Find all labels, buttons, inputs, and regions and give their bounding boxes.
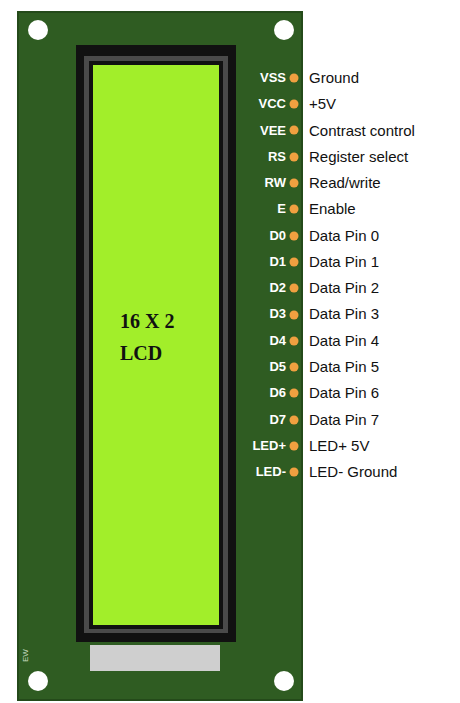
- pin-name: RS: [268, 148, 286, 166]
- pin-name: D3: [269, 305, 286, 323]
- flex-connector: [90, 645, 220, 671]
- pin-description: Data Pin 3: [309, 305, 379, 323]
- mounting-hole: [274, 671, 294, 691]
- pin-description: Data Pin 1: [309, 253, 379, 271]
- pin-name: D7: [269, 411, 286, 429]
- pin-name: D0: [269, 227, 286, 245]
- pin-name: D5: [269, 358, 286, 376]
- pin-description: Contrast control: [309, 122, 415, 140]
- pin-name: VEE: [260, 122, 286, 140]
- screen-label: 16 X 2 LCD: [120, 305, 200, 369]
- pin-description: LED+ 5V: [309, 437, 369, 455]
- mounting-hole: [28, 671, 48, 691]
- pin-dots: [290, 74, 299, 477]
- pin-description: Read/write: [309, 174, 381, 192]
- pin-description: Data Pin 6: [309, 384, 379, 402]
- pin-name: E: [277, 200, 286, 218]
- pin-description: Data Pin 5: [309, 358, 379, 376]
- mounting-hole: [274, 20, 294, 40]
- pcb-board: [18, 12, 302, 700]
- pin-name: RW: [265, 174, 286, 192]
- pin-name: VSS: [260, 69, 286, 87]
- pin-description: Data Pin 2: [309, 279, 379, 297]
- pin-description: Data Pin 7: [309, 411, 379, 429]
- pin-description: Enable: [309, 200, 356, 218]
- display-bezel: [76, 45, 236, 642]
- pin-description: Register select: [309, 148, 408, 166]
- pin-name: VCC: [259, 95, 286, 113]
- mounting-hole: [28, 20, 48, 40]
- bezel-inner-edge: [89, 61, 223, 629]
- bezel-inner-frame: [84, 56, 228, 633]
- maker-mark: EW: [21, 649, 31, 662]
- lcd-screen: 16 X 2 LCD: [93, 65, 219, 625]
- pin-description: LED- Ground: [309, 463, 397, 481]
- pin-name: LED+: [252, 437, 286, 455]
- pin-description: Ground: [309, 69, 359, 87]
- pin-name: D2: [269, 279, 286, 297]
- pin-name: LED-: [256, 463, 286, 481]
- pin-description: +5V: [309, 95, 336, 113]
- pin-description: Data Pin 4: [309, 332, 379, 350]
- pin-name: D4: [269, 332, 286, 350]
- pin-name: D1: [269, 253, 286, 271]
- pin-description: Data Pin 0: [309, 227, 379, 245]
- pin-name: D6: [269, 384, 286, 402]
